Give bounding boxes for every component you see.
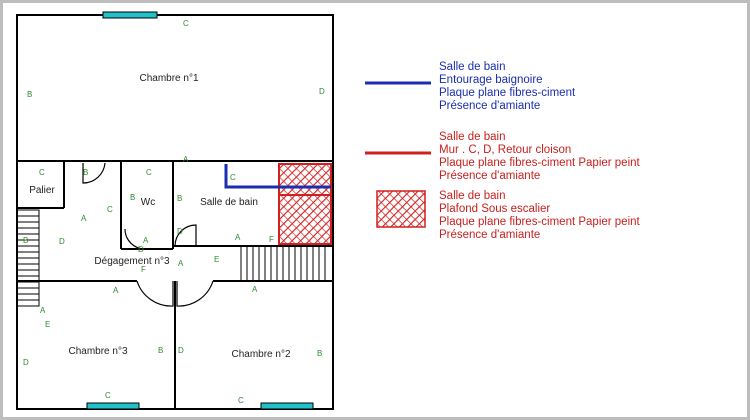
floor-plan: Chambre n°1 Palier Wc Salle de bain Déga… [16,11,641,410]
window-chambre1 [102,11,158,19]
legend-entry-red-hatch: Salle de bain Plafond Sous escalier Plaq… [376,190,641,241]
room-wc: Wc [141,197,155,208]
drawing-frame: Chambre n°1 Palier Wc Salle de bain Déga… [3,3,747,417]
wall-labels: C B D A C B D A E A B C A C B A D C B D … [23,19,325,405]
legend-text: Salle de bain [439,131,506,143]
legend-text: Plaque plane fibres-ciment [439,87,576,99]
svg-text:A: A [143,236,149,245]
windows [86,11,314,410]
svg-text:D: D [319,87,325,96]
svg-text:D: D [59,237,65,246]
svg-text:F: F [141,265,146,274]
svg-text:A: A [81,214,87,223]
svg-text:E: E [214,255,219,264]
svg-text:C: C [183,19,189,28]
svg-text:C: C [146,168,152,177]
svg-text:A: A [252,285,258,294]
door-chambre2 [176,280,214,307]
room-degagement: Dégagement n°3 [94,256,170,267]
legend-text: Présence d'amiante [439,229,540,241]
legend-text: Plafond Sous escalier [439,203,550,215]
legend-text: Plaque plane fibres-ciment Papier peint [439,157,641,169]
svg-text:D: D [138,245,144,254]
svg-text:A: A [235,233,241,242]
room-chambre1: Chambre n°1 [139,73,198,84]
svg-text:C: C [105,391,111,400]
svg-text:A: A [113,286,119,295]
legend-entry-blue: Salle de bain Entourage baignoire Plaque… [365,61,576,112]
legend-text: Entourage baignoire [439,74,543,86]
svg-text:B: B [83,168,88,177]
room-salle-de-bain: Salle de bain [200,197,258,208]
door-chambre3 [136,280,174,307]
svg-text:C: C [107,205,113,214]
svg-text:B: B [158,346,163,355]
hatch-overlay [279,164,331,244]
svg-text:B: B [177,194,182,203]
svg-text:F: F [269,235,274,244]
door-wc [124,228,146,250]
legend-text: Salle de bain [439,61,506,73]
stairs-left [16,209,40,307]
legend-entry-red-line: Salle de bain Mur . C, D, Retour cloison… [365,131,641,182]
room-palier: Palier [29,185,55,196]
window-chambre2 [260,402,314,410]
legend-text: Présence d'amiante [439,100,540,112]
window-chambre3 [86,402,140,410]
door-sdb [174,224,197,247]
legend-text: Salle de bain [439,190,506,202]
svg-text:C: C [230,173,236,182]
svg-text:B: B [130,193,135,202]
room-chambre2: Chambre n°2 [231,349,290,360]
svg-text:B: B [27,90,32,99]
svg-text:C: C [39,168,45,177]
blue-line-entourage-baignoire [224,164,331,189]
doors [82,162,214,307]
legend-text: Présence d'amiante [439,170,540,182]
svg-text:B: B [317,349,322,358]
stairs-right [240,245,334,282]
door-palier [82,162,106,184]
svg-text:A: A [183,155,189,164]
svg-text:D: D [23,358,29,367]
room-chambre3: Chambre n°3 [68,346,127,357]
legend: Salle de bain Entourage baignoire Plaque… [365,61,641,241]
legend-text: Mur . C, D, Retour cloison [439,144,571,156]
legend-text: Plaque plane fibres-ciment Papier peint [439,216,641,228]
svg-text:E: E [45,320,50,329]
svg-text:A: A [40,306,46,315]
svg-text:B: B [23,236,28,245]
svg-text:D: D [177,227,183,236]
svg-text:A: A [178,259,184,268]
svg-text:D: D [178,346,184,355]
svg-text:C: C [238,396,244,405]
